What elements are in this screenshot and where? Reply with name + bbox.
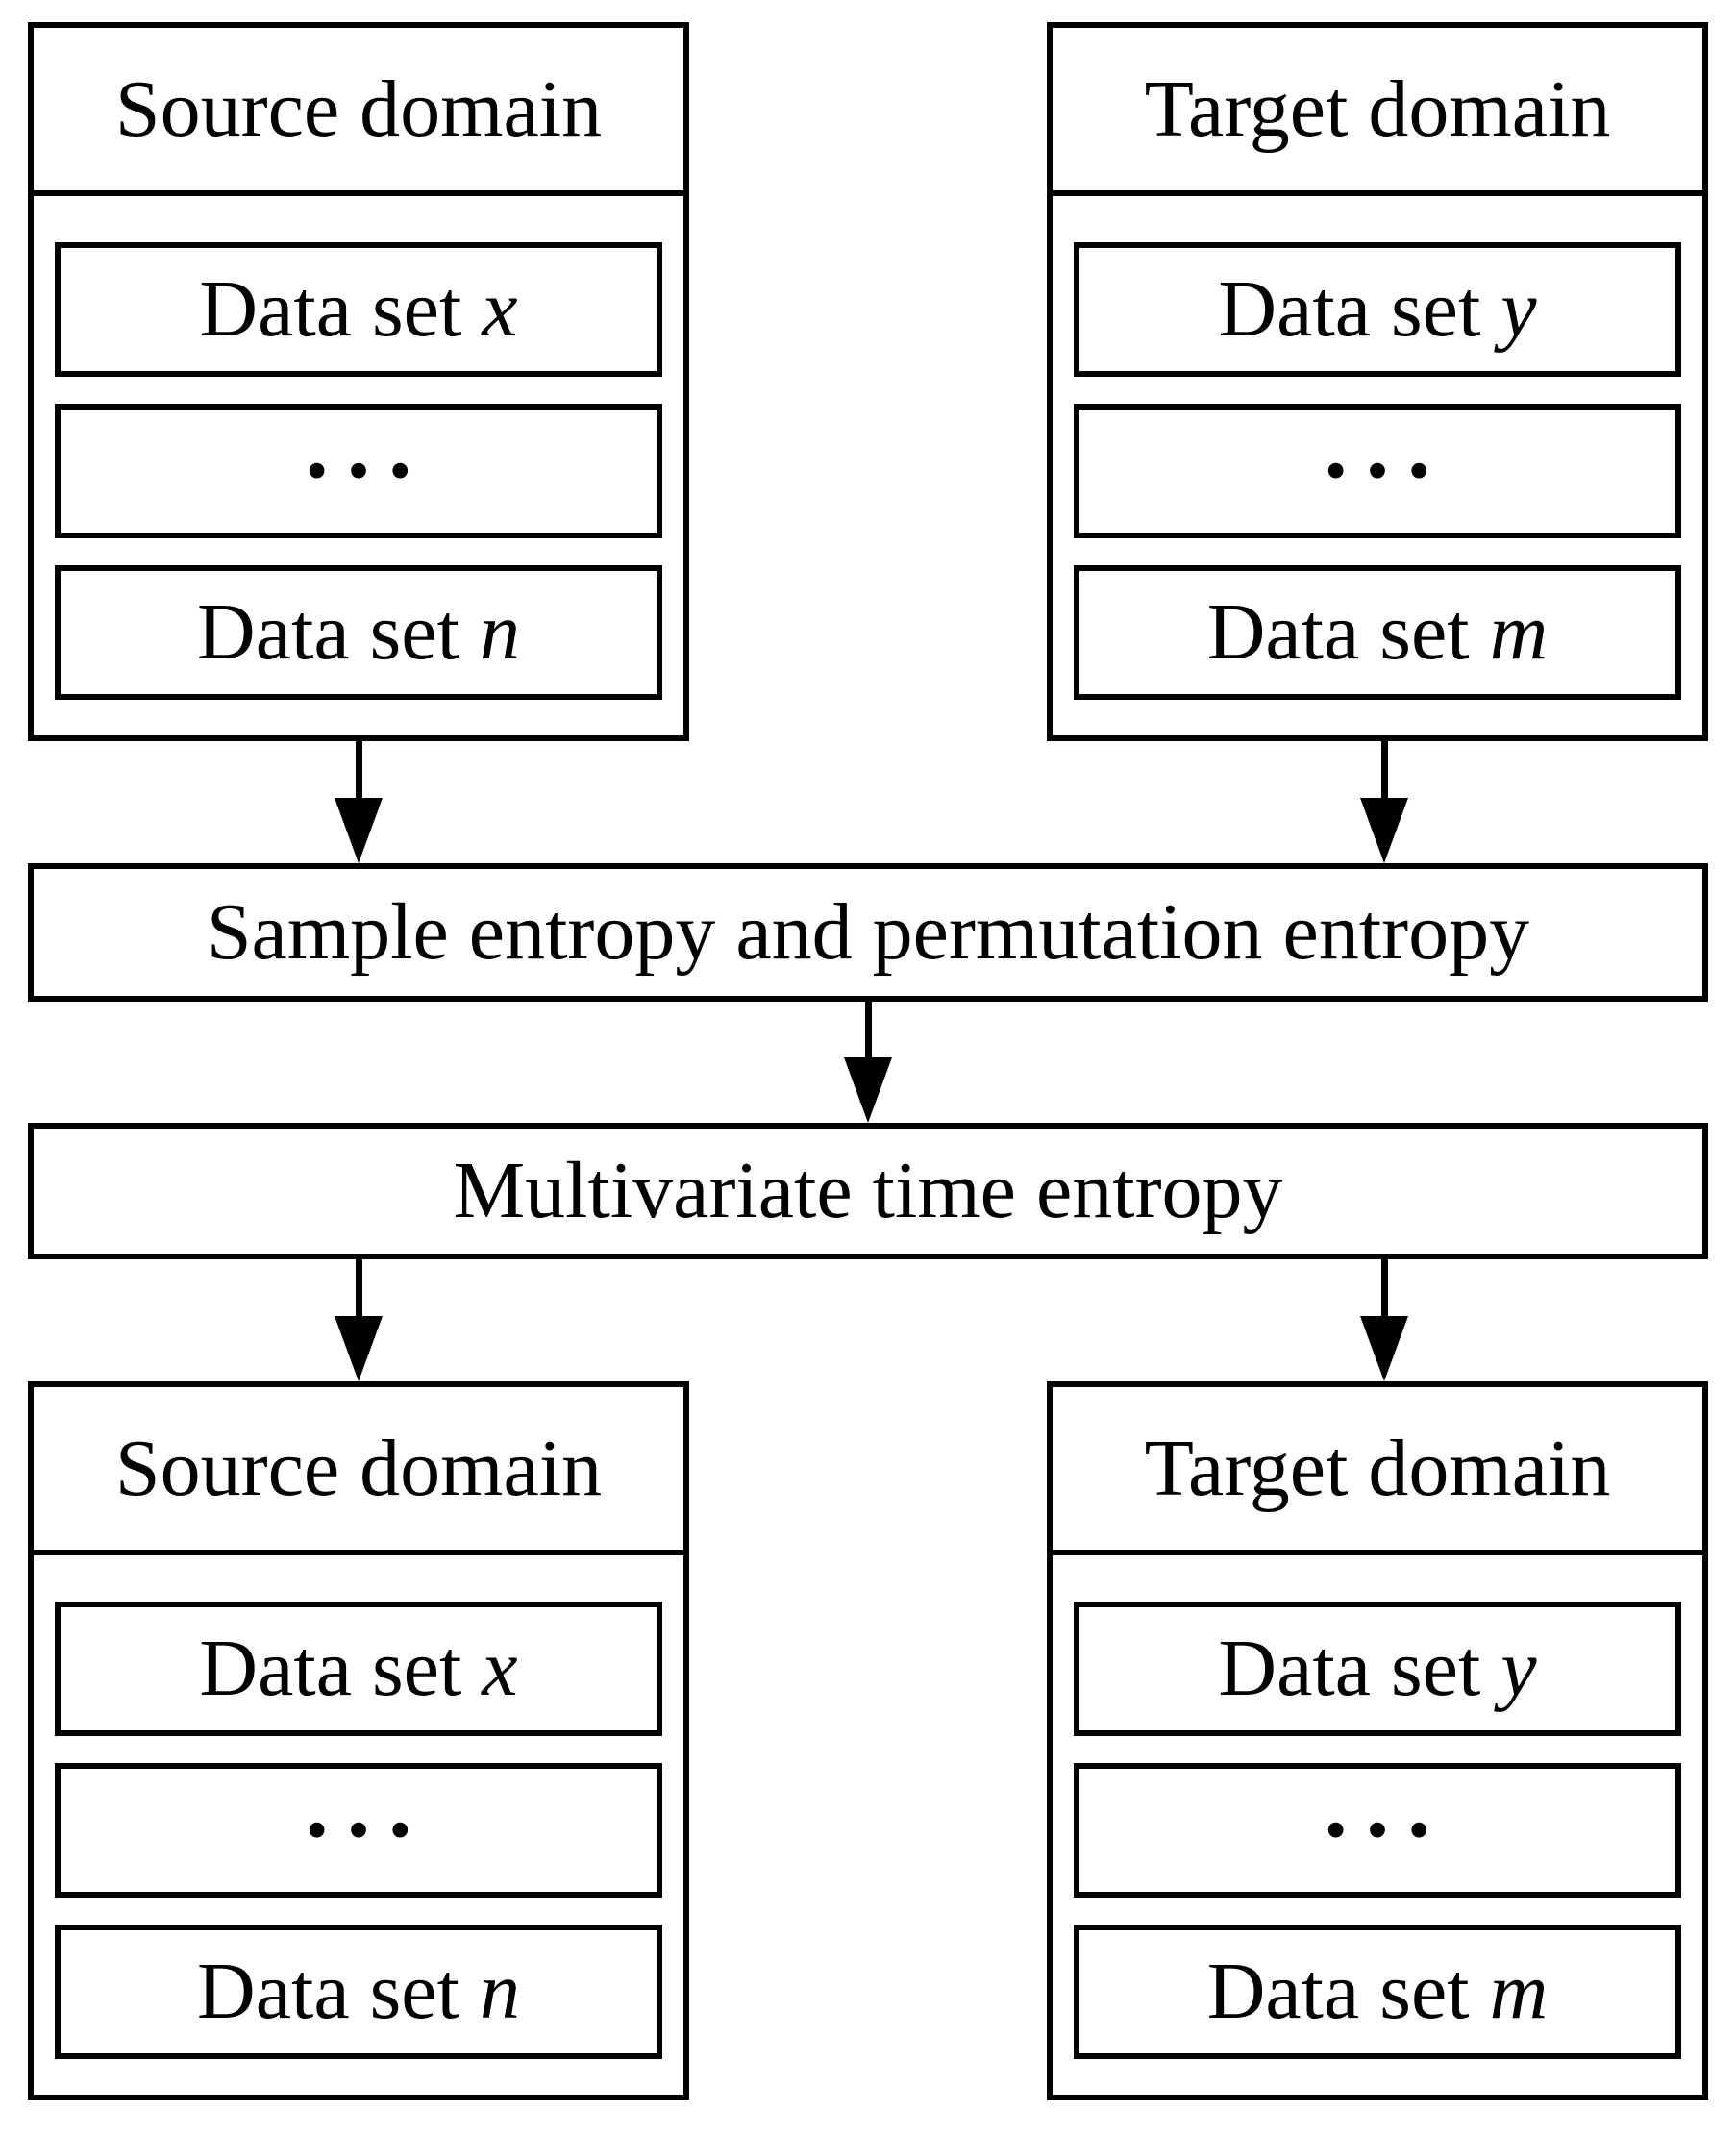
dataset-box-x: Data set x [55, 242, 662, 377]
dataset-box-ellipsis: ••• [55, 404, 662, 538]
arrow-stem [355, 1259, 362, 1316]
arrow-head-icon [335, 1316, 383, 1381]
dataset-variable: y [1500, 1624, 1537, 1713]
arrow-target-top-to-entropy [1360, 741, 1408, 863]
arrow-head-icon [844, 1057, 892, 1123]
dataset-label: Data set m [1206, 587, 1549, 677]
ellipsis-dots: ••• [1326, 1799, 1451, 1861]
dataset-box-m: Data set m [1074, 1925, 1681, 2059]
source-domain-top-body: Data set x ••• Data set n [34, 196, 683, 700]
box-title: Target domain [1144, 63, 1611, 154]
sample-permutation-entropy-box: Sample entropy and permutation entropy [28, 863, 1708, 1002]
ellipsis-dots: ••• [1326, 439, 1451, 502]
dataset-variable: n [479, 587, 520, 677]
target-domain-bottom-body: Data set y ••• Data set m [1053, 1555, 1702, 2059]
arrow-head-icon [335, 798, 383, 863]
dataset-variable: m [1489, 587, 1549, 677]
dataset-variable: x [482, 1624, 518, 1713]
dataset-variable: x [482, 264, 518, 354]
target-domain-bottom-box: Target domain Data set y ••• Data set m [1047, 1381, 1708, 2100]
arrow-source-top-to-entropy [335, 741, 383, 863]
source-domain-bottom-box: Source domain Data set x ••• Data set n [28, 1381, 689, 2100]
process-label: Multivariate time entropy [453, 1146, 1283, 1235]
arrow-multivariate-to-source-bottom [335, 1259, 383, 1381]
multivariate-time-entropy-box: Multivariate time entropy [28, 1123, 1708, 1259]
dataset-variable: m [1489, 1947, 1549, 2036]
source-domain-top-header: Source domain [34, 28, 683, 196]
source-domain-bottom-body: Data set x ••• Data set n [34, 1555, 683, 2059]
arrow-head-icon [1360, 1316, 1408, 1381]
dataset-label: Data set x [199, 264, 518, 354]
source-domain-bottom-header: Source domain [34, 1387, 683, 1555]
dataset-variable: n [479, 1947, 520, 2036]
dataset-label: Data set y [1218, 264, 1537, 354]
dataset-label: Data set x [199, 1624, 518, 1713]
dataset-label: Data set y [1218, 1624, 1537, 1713]
dataset-box-x: Data set x [55, 1602, 662, 1736]
dataset-box-y: Data set y [1074, 1602, 1681, 1736]
arrow-stem [355, 741, 362, 798]
box-title: Source domain [114, 63, 603, 154]
arrow-multivariate-to-target-bottom [1360, 1259, 1408, 1381]
box-title: Source domain [114, 1423, 603, 1513]
arrow-stem [1380, 741, 1388, 798]
dataset-box-n: Data set n [55, 565, 662, 700]
arrow-stem [864, 1002, 872, 1057]
target-domain-top-box: Target domain Data set y ••• Data set m [1047, 22, 1708, 741]
arrow-stem [1380, 1259, 1388, 1316]
dataset-box-ellipsis: ••• [1074, 1763, 1681, 1898]
dataset-label: Data set n [197, 1947, 520, 2036]
dataset-box-ellipsis: ••• [55, 1763, 662, 1898]
dataset-box-n: Data set n [55, 1925, 662, 2059]
arrow-entropy-to-multivariate [844, 1002, 892, 1123]
box-title: Target domain [1144, 1423, 1611, 1513]
dataset-label: Data set m [1206, 1947, 1549, 2036]
dataset-box-ellipsis: ••• [1074, 404, 1681, 538]
dataset-box-m: Data set m [1074, 565, 1681, 700]
target-domain-bottom-header: Target domain [1053, 1387, 1702, 1555]
dataset-variable: y [1500, 264, 1537, 354]
target-domain-top-header: Target domain [1053, 28, 1702, 196]
source-domain-top-box: Source domain Data set x ••• Data set n [28, 22, 689, 741]
target-domain-top-body: Data set y ••• Data set m [1053, 196, 1702, 700]
dataset-box-y: Data set y [1074, 242, 1681, 377]
ellipsis-dots: ••• [307, 439, 433, 502]
dataset-label: Data set n [197, 587, 520, 677]
arrow-head-icon [1360, 798, 1408, 863]
process-label: Sample entropy and permutation entropy [206, 887, 1530, 977]
ellipsis-dots: ••• [307, 1799, 433, 1861]
